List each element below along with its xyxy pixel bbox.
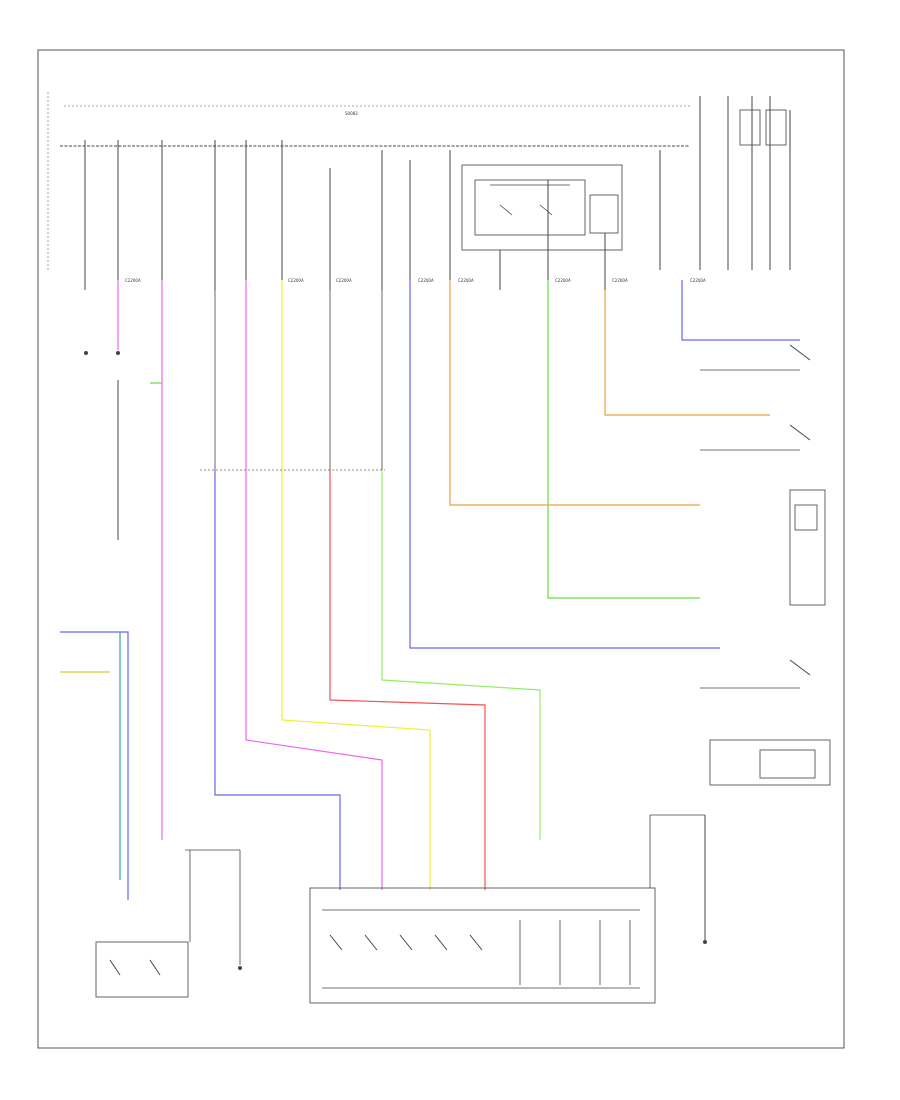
wire-lime [381,470,541,840]
splice-drops [214,290,383,470]
ground-dot-1 [84,351,88,355]
svg-text:C2200A: C2200A [336,278,352,283]
master-switch [309,887,656,1004]
right-switches [700,344,831,786]
svg-text:C2200A: C2200A [458,278,474,283]
top-right-fuse-group [699,96,791,270]
busbar-label: S0083 [345,111,358,116]
wire-orange [449,280,770,506]
left-switch [95,849,241,998]
wire-pink [117,280,383,890]
page-mark [42,1052,43,1057]
wire-yellow [281,280,431,890]
svg-text:C2200A: C2200A [288,278,304,283]
svg-text:C2200A: C2200A [418,278,434,283]
svg-text:C2200A: C2200A [690,278,706,283]
ground-dot-2 [116,351,120,355]
svg-text:C2200A: C2200A [555,278,571,283]
right-ground [649,814,707,944]
relay-box [461,164,623,251]
wire-red [329,470,486,890]
svg-text:C2200A: C2200A [612,278,628,283]
wire-green [547,280,700,599]
svg-text:C2200A: C2200A [125,278,141,283]
connector-row: C2200A C2200A C2200A C2200A C2200A C2200… [125,278,706,283]
top-drops [84,140,661,290]
wire-blue [60,280,800,900]
diagram-frame [37,49,845,1049]
ground-dot-3 [238,966,242,970]
